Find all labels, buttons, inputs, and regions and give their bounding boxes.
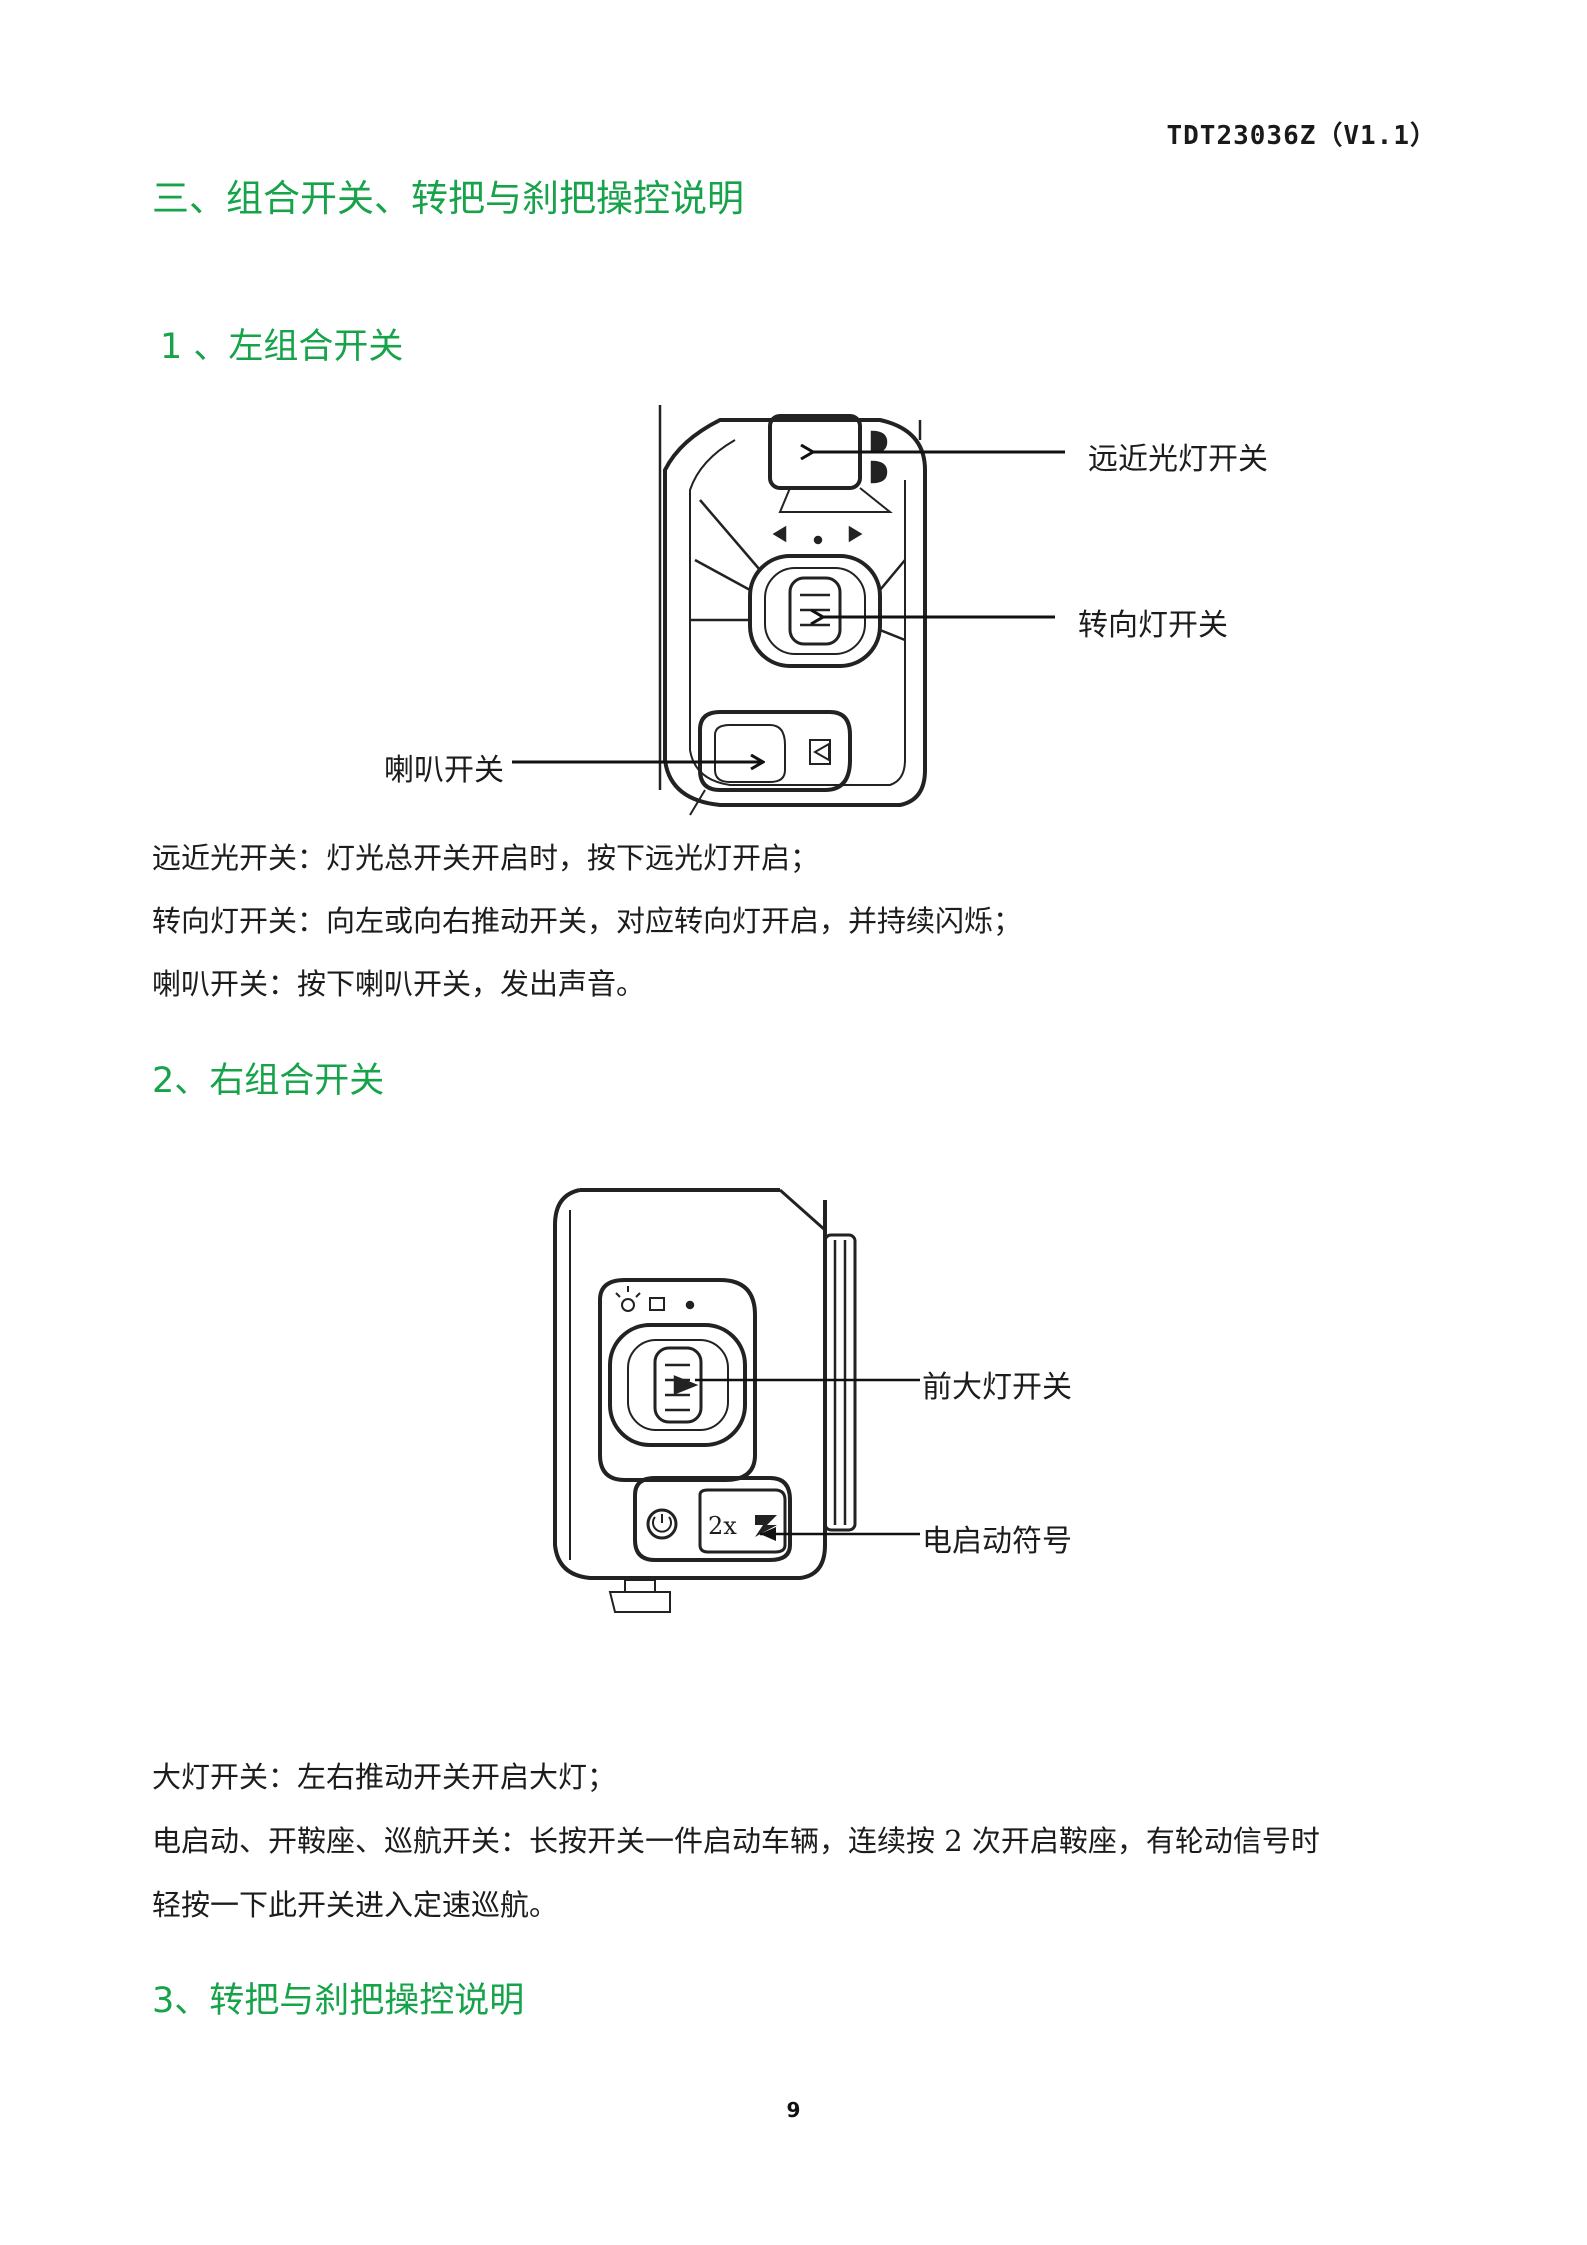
start-description-line1: 电启动、开鞍座、巡航开关：长按开关一件启动车辆，连续按 2 次开启鞍座，有轮动信… <box>152 1824 1320 1858</box>
right-switch-heading: 2、右组合开关 <box>152 1061 385 1101</box>
throttle-brake-heading: 3、转把与刹把操控说明 <box>152 1981 525 2021</box>
beam-switch-label: 远近光灯开关 <box>1088 442 1268 477</box>
horn-switch-label: 喇叭开关 <box>384 753 504 788</box>
double-press-mark: 2x <box>708 1512 737 1540</box>
section-title: 三、组合开关、转把与刹把操控说明 <box>152 177 744 220</box>
document-code: TDT23036Z（V1.1） <box>1166 121 1437 151</box>
beam-description: 远近光开关：灯光总开关开启时，按下远光灯开启； <box>152 841 820 875</box>
headlight-description: 大灯开关：左右推动开关开启大灯； <box>152 1760 617 1794</box>
headlight-switch-label: 前大灯开关 <box>922 1370 1072 1405</box>
left-switch-heading: 1 、左组合开关 <box>160 327 404 367</box>
horn-description: 喇叭开关：按下喇叭开关，发出声音。 <box>152 967 646 1001</box>
page-number: 9 <box>786 2098 801 2122</box>
turn-description: 转向灯开关：向左或向右推动开关，对应转向灯开启，并持续闪烁； <box>152 904 1023 938</box>
start-description-line2: 轻按一下此开关进入定速巡航。 <box>152 1888 559 1922</box>
electric-start-label: 电启动符号 <box>922 1524 1072 1559</box>
turn-switch-label: 转向灯开关 <box>1078 608 1228 643</box>
